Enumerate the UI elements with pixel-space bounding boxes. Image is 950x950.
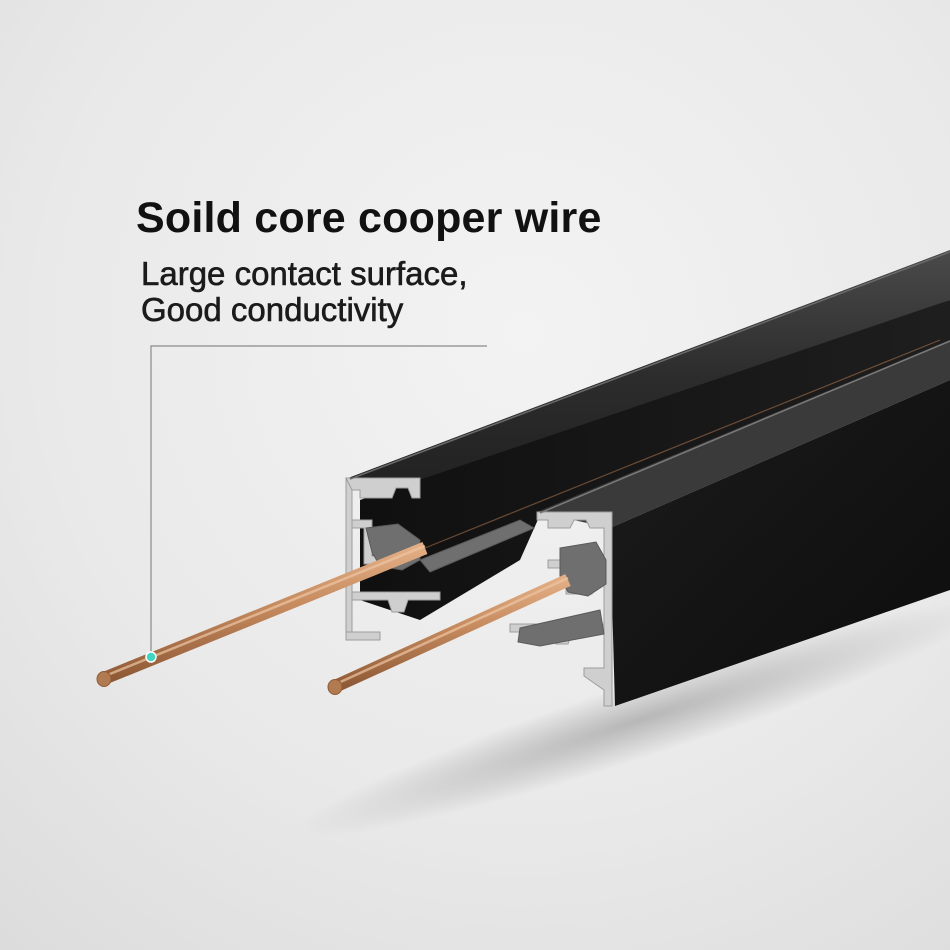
rail-top-face <box>348 250 950 505</box>
rail-channel <box>360 300 950 620</box>
rail-shadow <box>297 603 950 837</box>
callout-leader-line <box>150 345 487 655</box>
rail-right-highlight <box>539 340 950 514</box>
feature-description-line-1: Large contact surface, <box>141 255 468 293</box>
copper-wire-lower <box>327 574 571 695</box>
feature-description-line-2: Good conductivity <box>141 291 404 329</box>
rail-side-face <box>610 380 950 706</box>
rail-right-top-face <box>537 340 950 528</box>
copper-wire-upper <box>96 339 941 687</box>
rail-top-highlight <box>349 251 950 480</box>
callout-marker-dot <box>145 651 157 663</box>
track-rail <box>345 250 950 707</box>
feature-title: Soild core cooper wire <box>136 194 602 242</box>
